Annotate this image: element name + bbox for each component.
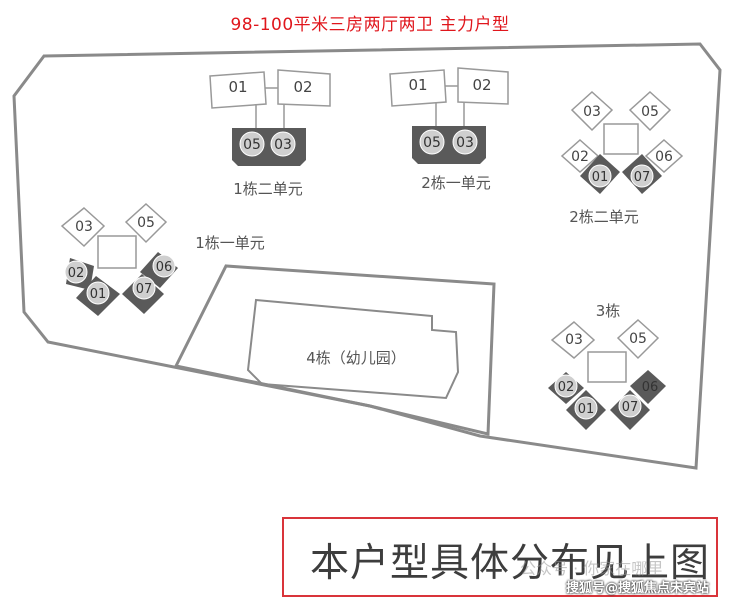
unit-label: 05 xyxy=(243,137,261,153)
unit-label: 03 xyxy=(565,332,583,348)
unit-label: 02 xyxy=(558,380,575,395)
unit-label: 03 xyxy=(583,104,601,120)
note-box xyxy=(282,517,718,597)
page-title: 98-100平米三房两厅两卫 主力户型 xyxy=(230,15,510,35)
unit-label: 02 xyxy=(68,266,85,281)
unit-label: 06 xyxy=(655,149,673,165)
building-label: 4栋（幼儿园） xyxy=(306,349,406,367)
note-text: 本户型具体分布见上图 xyxy=(310,541,711,586)
kindergarten-building xyxy=(246,298,460,400)
building-label: 3栋 xyxy=(596,302,621,320)
credit-text: 搜狐号@搜狐焦点宋宾站 xyxy=(566,581,710,596)
unit-label: 03 xyxy=(274,137,292,153)
building-label: 1栋一单元 xyxy=(195,234,265,252)
building-label: 2栋一单元 xyxy=(421,174,491,192)
watermark: 公众号 · 你家在哪里 xyxy=(520,559,664,578)
building-3: 03 05 02 06 01 07 3栋 xyxy=(548,302,666,430)
unit-label: 01 xyxy=(578,402,595,417)
unit-label: 07 xyxy=(622,400,639,415)
unit-label: 05 xyxy=(137,215,155,231)
unit-label: 07 xyxy=(136,282,153,297)
unit-label: 05 xyxy=(423,135,441,151)
kindergarten-plot xyxy=(173,264,496,436)
unit-label: 05 xyxy=(641,104,659,120)
building-1-unit-1: 03 05 02 06 01 07 1栋一单元 xyxy=(60,202,265,316)
unit-label: 01 xyxy=(408,76,427,94)
unit-label: 06 xyxy=(156,260,173,275)
unit-label: 02 xyxy=(293,78,312,96)
unit-label: 01 xyxy=(592,170,609,185)
building-2-unit-1: 01 02 05 03 2栋一单元 xyxy=(389,67,509,192)
building-label: 2栋二单元 xyxy=(569,208,639,226)
unit-label: 05 xyxy=(629,331,647,347)
building-1-unit-2: 01 02 05 03 1栋二单元 xyxy=(209,69,331,198)
unit-label: 07 xyxy=(634,170,651,185)
building-label: 1栋二单元 xyxy=(233,180,303,198)
unit-label: 01 xyxy=(228,78,247,96)
building-2-unit-2: 03 05 02 06 01 07 2栋二单元 xyxy=(560,90,684,226)
unit-label: 06 xyxy=(642,380,659,395)
unit-label: 03 xyxy=(75,219,93,235)
site-boundary xyxy=(12,42,722,470)
unit-label: 03 xyxy=(456,135,474,151)
unit-label: 02 xyxy=(472,76,491,94)
unit-label: 02 xyxy=(571,149,589,165)
unit-label: 01 xyxy=(90,287,107,302)
